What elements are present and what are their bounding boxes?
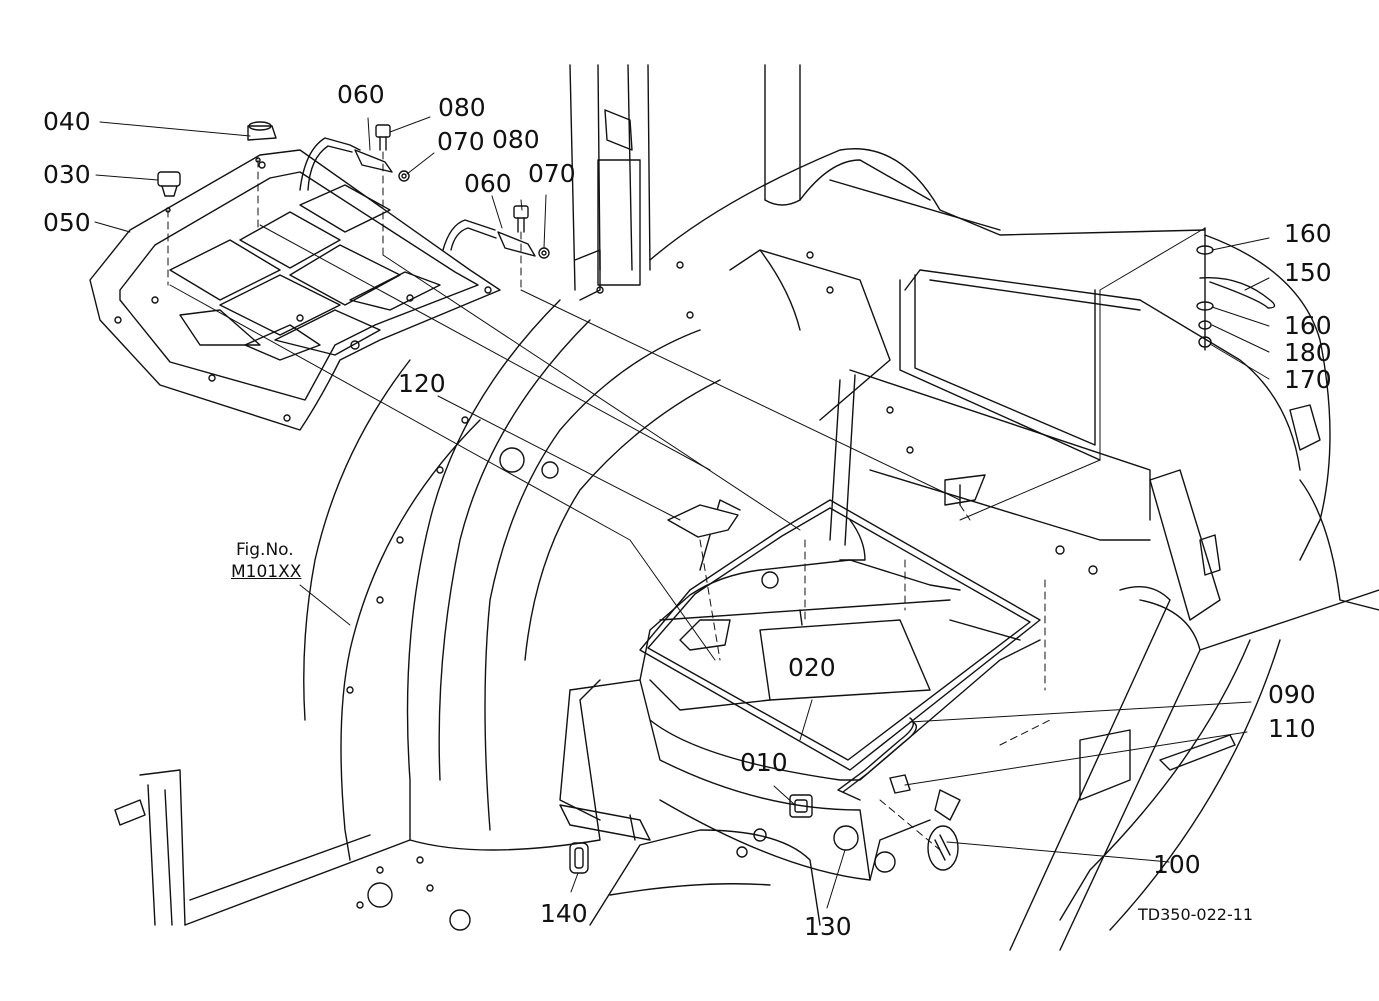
callout-060-lower: 060 <box>464 169 512 198</box>
figure-reference-number[interactable]: M101XX <box>231 562 302 582</box>
callout-110: 110 <box>1268 714 1316 743</box>
pin-100 <box>927 825 959 871</box>
hinge-assembly-upper <box>299 124 410 191</box>
bolt-030 <box>157 171 181 213</box>
callout-070-upper: 070 <box>437 127 485 156</box>
callout-150: 150 <box>1284 258 1332 287</box>
assembly-dashed-lines <box>167 151 1051 851</box>
callout-120: 120 <box>398 369 446 398</box>
callout-020: 020 <box>788 653 836 682</box>
cab-floor <box>114 679 821 931</box>
seat-pan <box>559 499 1041 881</box>
callout-160-upper: 160 <box>1284 219 1332 248</box>
pad-120 <box>667 504 739 538</box>
drawing-code: TD350-022-11 <box>1138 905 1254 924</box>
nut-040 <box>247 121 277 163</box>
frame-wire-020 <box>639 499 1041 771</box>
grommet-010 <box>789 794 813 818</box>
hinge-assembly-lower <box>442 205 550 259</box>
callout-090: 090 <box>1268 680 1316 709</box>
callout-050: 050 <box>43 208 91 237</box>
callout-040: 040 <box>43 107 91 136</box>
callout-170: 170 <box>1284 365 1332 394</box>
callout-060-upper: 060 <box>337 80 385 109</box>
callout-080-lower: 080 <box>492 125 540 154</box>
callout-030: 030 <box>43 160 91 189</box>
fastener-stack <box>1196 227 1276 351</box>
figure-reference-label: Fig.No. <box>236 540 294 560</box>
leader-lines <box>94 116 1270 909</box>
grommet-140 <box>569 842 589 874</box>
callout-180: 180 <box>1284 338 1332 367</box>
step-plate-050 <box>89 149 501 431</box>
clip-110 <box>889 774 961 821</box>
callout-100: 100 <box>1153 850 1201 879</box>
plug-130 <box>833 825 859 851</box>
callout-070-lower: 070 <box>528 159 576 188</box>
cab-frame <box>303 64 1379 951</box>
callout-010: 010 <box>740 748 788 777</box>
callout-140: 140 <box>540 899 588 928</box>
callout-080-upper: 080 <box>438 93 486 122</box>
callout-160-lower: 160 <box>1284 311 1332 340</box>
rod-090 <box>837 717 914 801</box>
callout-130: 130 <box>804 912 852 941</box>
